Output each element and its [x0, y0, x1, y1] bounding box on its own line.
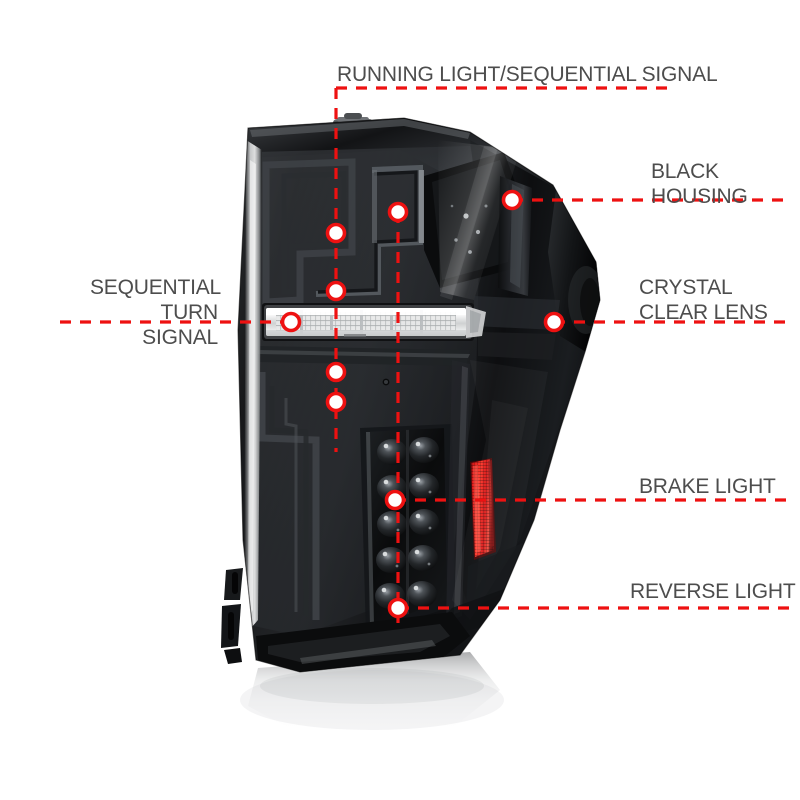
brake-light-led-array — [360, 424, 455, 634]
callout-label-black-housing: BLACK HOUSING — [651, 160, 748, 208]
lower-light-channels — [258, 372, 390, 620]
marker-crystal-clear-lens — [543, 311, 565, 333]
marker-running-bar-2 — [325, 280, 347, 302]
callout-label-brake-light: BRAKE LIGHT — [639, 475, 776, 498]
callout-label-sequential-turn-signal: SEQUENTIAL TURN SIGNAL — [90, 276, 222, 349]
marker-reverse-light — [387, 597, 409, 619]
marker-sequential-turn-signal — [280, 311, 302, 333]
running-light-channels — [262, 158, 424, 306]
callout-markers — [280, 189, 565, 619]
marker-running-bar-3 — [325, 361, 347, 383]
marker-running-bar-4 — [325, 391, 347, 413]
callout-label-running-light-sequential-signal: RUNNING LIGHT/SEQUENTIAL SIGNAL — [337, 63, 718, 86]
callout-label-crystal-clear-lens: CRYSTAL CLEAR LENS — [639, 276, 768, 324]
marker-running-bar-1 — [325, 222, 347, 244]
tail-light-product-image — [221, 113, 601, 734]
surface-reflection — [240, 652, 504, 734]
sequential-turn-signal-strip — [262, 303, 486, 341]
red-side-reflector — [470, 458, 496, 560]
marker-black-housing — [501, 189, 523, 211]
leader-lines — [60, 86, 790, 628]
mounting-tabs — [221, 568, 243, 664]
callout-label-reverse-light: REVERSE LIGHT — [630, 580, 796, 603]
marker-running-upper — [387, 201, 409, 223]
marker-brake-light — [384, 489, 406, 511]
